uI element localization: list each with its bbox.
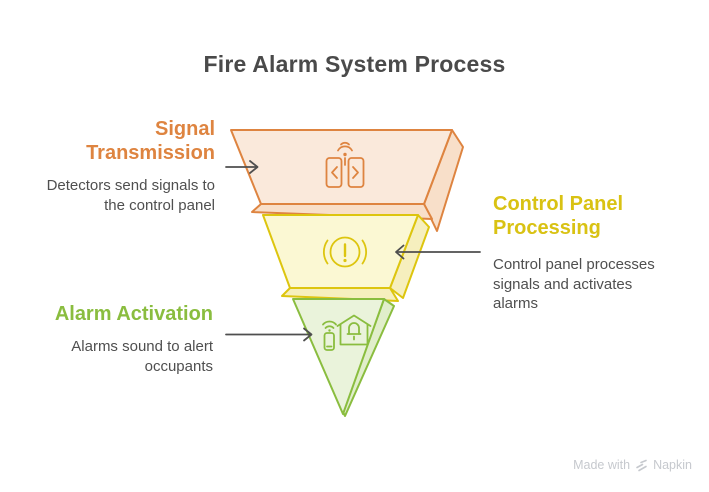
funnel-stage-alarm-activation (292, 298, 395, 417)
stage-description-control-panel-processing: Control panel processes signals and acti… (493, 256, 655, 312)
home-bell-icon (322, 314, 372, 351)
funnel-stage-control-panel-processing (262, 214, 430, 302)
stage-description-alarm-activation: Alarms sound to alert occupants (71, 338, 213, 375)
page-title: Fire Alarm System Process (203, 51, 506, 77)
stage-label-alarm-activation: Alarm Activation (54, 303, 213, 325)
arrow-alarm-activation (225, 327, 313, 342)
watermark-brand: Napkin (653, 458, 692, 472)
watermark: Made with Napkin (573, 458, 692, 472)
alert-circle-icon (323, 236, 367, 268)
signal-broadcast-icon (325, 141, 365, 188)
stage-label-control-panel-processing: Control Panel Processing (493, 193, 624, 239)
stage2-front-face (262, 214, 419, 289)
stage3-front-face (292, 298, 385, 415)
connector-arrows (225, 160, 481, 342)
watermark-prefix: Made with (573, 458, 631, 472)
napkin-logo-icon (636, 459, 647, 471)
stage-description-signal-transmission: Detectors send signals to the control pa… (46, 177, 215, 214)
arrow-control-panel-processing (395, 244, 481, 260)
arrow-signal-transmission (225, 160, 259, 174)
stage-label-signal-transmission: Signal Transmission (86, 118, 215, 164)
